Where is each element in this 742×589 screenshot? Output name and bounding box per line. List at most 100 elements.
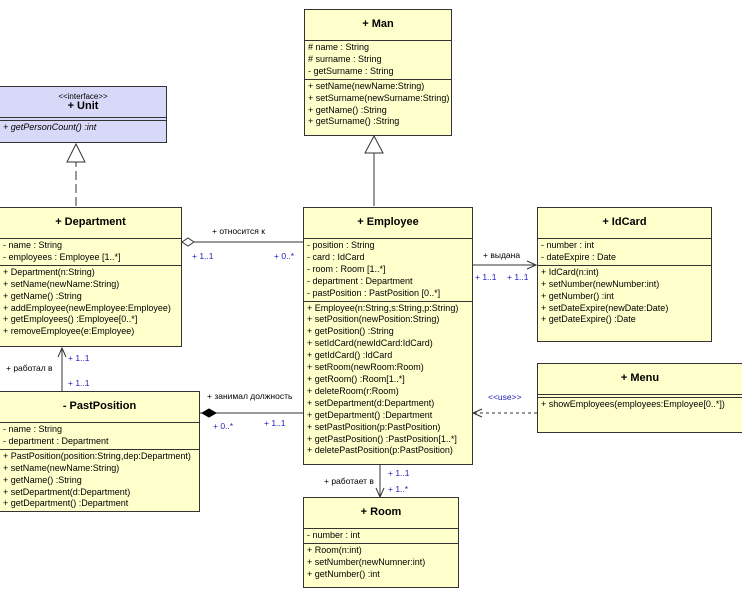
class-idcard[interactable]: + IdCard - number : int - dateExpire : D… (537, 207, 712, 342)
operation: + getDepartment() :Department (3, 498, 129, 509)
operation: + getNumber() :int (541, 290, 614, 301)
attributes-section: - position : String - card : IdCard - ro… (304, 239, 472, 302)
operation: + setName(newName:String) (3, 462, 120, 473)
operation: + deletePastPosition(p:PastPosition) (307, 445, 453, 456)
arrowhead-department (57, 346, 67, 358)
attribute: - department : Department (3, 435, 109, 446)
multiplicity-label: + 1..1 (264, 418, 286, 428)
class-header: - PastPosition (0, 392, 199, 423)
operation: + Employee(n:String,s:String,p:String) (307, 302, 459, 313)
attributes-section (0, 118, 166, 121)
realization-arrowhead-unit (66, 142, 86, 163)
operations-section: + getPersonCount() :int (0, 121, 166, 135)
attribute: - number : int (541, 240, 595, 250)
operation: + getDepartment() :Department (307, 409, 433, 420)
attribute: - dateExpire : Date (541, 251, 617, 262)
operations-section: + IdCard(n:int) + setNumber(newNumber:in… (538, 266, 711, 328)
operation: + getIdCard() :IdCard (307, 350, 393, 361)
attribute: - getSurname : String (308, 65, 394, 76)
operation: + setRoom(newRoom:Room) (307, 362, 424, 373)
attributes-section: - number : int (304, 529, 458, 544)
association-label-vydana: + выдана (483, 250, 521, 260)
operations-section: + Room(n:int) + setNumber(newNumner:int)… (304, 544, 458, 582)
operation: + setSurname(newSurname:String) (308, 92, 450, 103)
association-label-zanimal: + занимал должность (207, 391, 293, 401)
class-name: + Man (362, 18, 394, 31)
class-employee[interactable]: + Employee - position : String - card : … (303, 207, 473, 465)
multiplicity-label: + 1..1 (507, 272, 529, 282)
operation: + getNumber() :int (307, 568, 380, 579)
operation: + getRoom() :Room[1..*] (307, 373, 405, 384)
class-header: + Menu (538, 364, 742, 395)
attributes-section: - number : int - dateExpire : Date (538, 239, 711, 266)
class-name: + Department (55, 216, 126, 229)
class-department[interactable]: + Department - name : String - employees… (0, 207, 182, 347)
operation: + setPosition(newPosition:String) (307, 314, 440, 325)
class-name: + Menu (620, 372, 660, 385)
operation: + setNumber(newNumner:int) (307, 556, 426, 567)
operation: + getPersonCount() :int (3, 122, 97, 132)
class-menu[interactable]: + Menu + showEmployees(employees:Employe… (537, 363, 742, 433)
arrowhead-idcard (526, 260, 538, 270)
operations-section: + Department(n:String) + setName(newName… (0, 266, 181, 339)
use-dependency-label: <<use>> (488, 392, 522, 402)
class-man[interactable]: + Man # name : String # surname : String… (304, 9, 452, 136)
operation: + getDateExpire() :Date (541, 314, 636, 325)
class-pastposition[interactable]: - PastPosition - name : String - departm… (0, 391, 200, 512)
operation: + IdCard(n:int) (541, 266, 599, 277)
attribute: - name : String (3, 424, 63, 434)
operation: + getName() :String (308, 104, 387, 115)
attribute: - room : Room [1..*] (307, 263, 386, 274)
operation: + setDateExpire(newDate:Date) (541, 302, 669, 313)
operations-section: + showEmployees(employees:Employee[0..*]… (538, 398, 742, 412)
attributes-section (538, 395, 742, 398)
operation: + Room(n:int) (307, 544, 362, 555)
class-name: + Employee (357, 216, 419, 229)
class-header: + IdCard (538, 208, 711, 239)
class-header: <<interface>> + Unit (0, 87, 166, 118)
operation: + setDepartment(d:Department) (307, 397, 435, 408)
class-header: + Man (305, 10, 451, 41)
class-unit[interactable]: <<interface>> + Unit + getPersonCount() … (0, 86, 167, 143)
operation: + setName(newName:String) (308, 80, 425, 91)
operations-section: + setName(newName:String) + setSurname(n… (305, 80, 451, 130)
multiplicity-label: + 0..* (213, 421, 234, 431)
operation: + getPastPosition() :PastPosition[1..*] (307, 433, 457, 444)
class-name: - PastPosition (62, 400, 137, 413)
operation: + setIdCard(newIdCard:IdCard) (307, 338, 433, 349)
multiplicity-label: + 0..* (274, 251, 295, 261)
operations-section: + Employee(n:String,s:String,p:String) +… (304, 302, 472, 459)
multiplicity-label: + 1..* (388, 484, 409, 494)
attribute: # surname : String (308, 53, 382, 64)
composition-diamond (200, 408, 218, 418)
operations-section: + PastPosition(position:String,dep:Depar… (0, 450, 199, 512)
multiplicity-label: + 1..1 (68, 378, 90, 388)
operation: + setDepartment(d:Department) (3, 486, 131, 497)
attribute: # name : String (308, 42, 370, 52)
operation: + getName() :String (3, 474, 82, 485)
attribute: - pastPosition : PastPosition [0..*] (307, 287, 441, 298)
arrowhead-use (471, 408, 483, 418)
aggregation-diamond (181, 237, 195, 247)
multiplicity-label: + 1..1 (475, 272, 497, 282)
class-header: + Room (304, 498, 458, 529)
attribute: - name : String (3, 240, 63, 250)
multiplicity-label: + 1..1 (68, 353, 90, 363)
operation: + removeEmployee(e:Employee) (3, 326, 135, 337)
operation: + getName() :String (3, 290, 82, 301)
association-label-rabotal: + работал в (6, 363, 53, 373)
operation: + Department(n:String) (3, 266, 95, 277)
class-name: + IdCard (602, 216, 647, 229)
multiplicity-label: + 1..1 (192, 251, 214, 261)
operation: + showEmployees(employees:Employee[0..*]… (541, 399, 725, 409)
attribute: - card : IdCard (307, 251, 365, 262)
class-header: + Employee (304, 208, 472, 239)
multiplicity-label: + 1..1 (388, 468, 410, 478)
operation: + PastPosition(position:String,dep:Depar… (3, 450, 191, 461)
attribute: - employees : Employee [1..*] (3, 251, 121, 262)
class-room[interactable]: + Room - number : int + Room(n:int) + se… (303, 497, 459, 588)
attributes-section: # name : String # surname : String - get… (305, 41, 451, 80)
operation: + setName(newName:String) (3, 278, 120, 289)
class-name: + Room (360, 506, 402, 519)
